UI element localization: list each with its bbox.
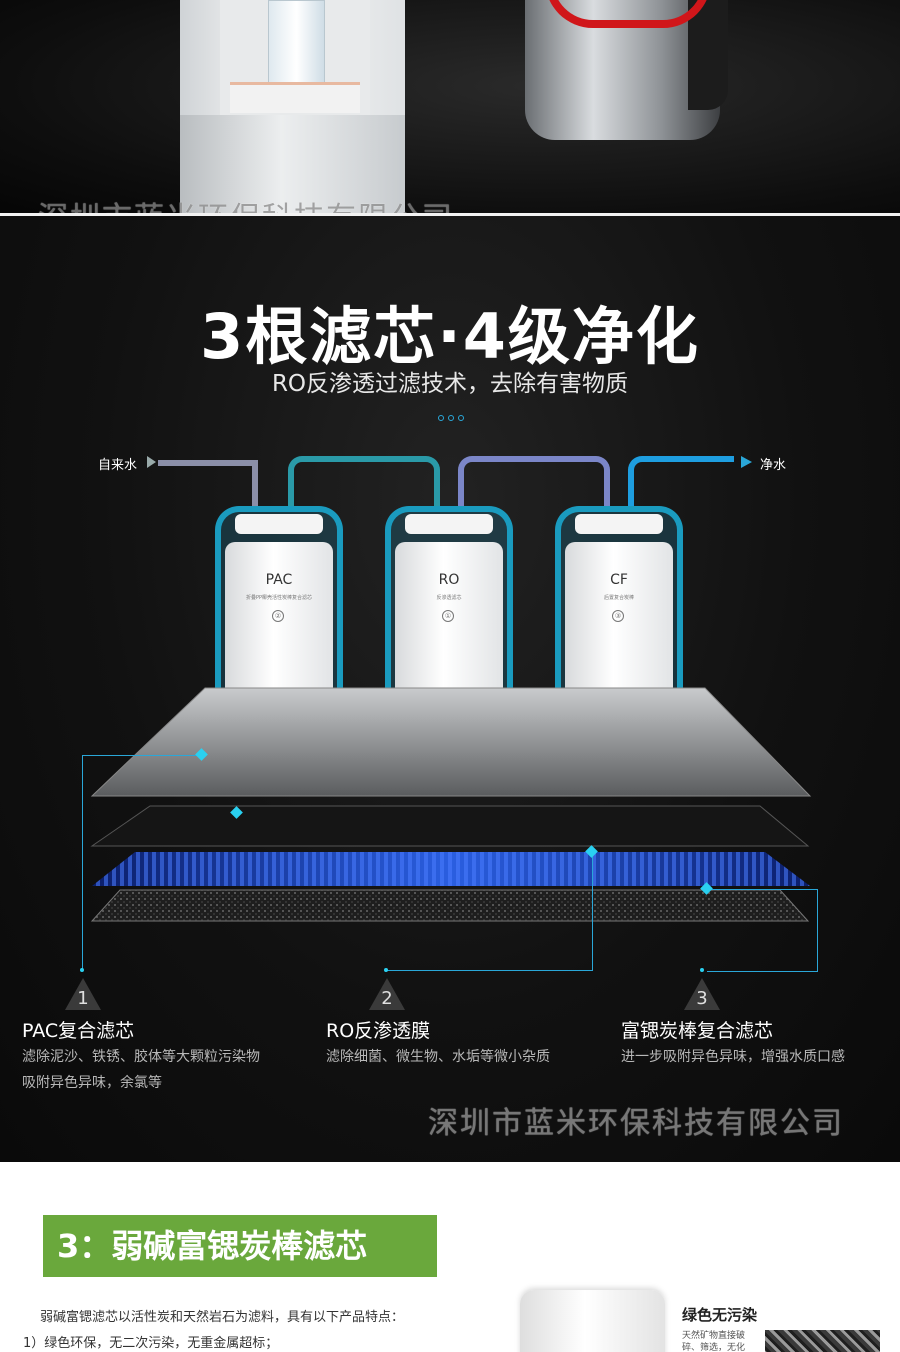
filter-image bbox=[520, 1290, 665, 1352]
rocks-image bbox=[765, 1330, 880, 1352]
filter-desc: 滤除泥沙、铁锈、胶体等大颗粒污染物吸附异色异味，余氯等 bbox=[22, 1049, 260, 1091]
cartridge-pac: PAC 折叠PP椰壳活性炭棒复合滤芯 ② bbox=[215, 506, 343, 692]
filter-name: PAC复合滤芯 bbox=[22, 1020, 135, 1042]
intro-text: 弱碱富锶滤芯以活性炭和天然岩石为滤料，具有以下产品特点： bbox=[40, 1310, 405, 1325]
watermark: 深圳市蓝米环保科技有限公司 bbox=[38, 193, 454, 215]
divider bbox=[0, 213, 900, 216]
section-title: 3根滤芯·4级净化 bbox=[200, 300, 700, 373]
triangle-icon bbox=[65, 978, 101, 1010]
layer-carbon bbox=[90, 805, 810, 847]
triangle-icon bbox=[369, 978, 405, 1010]
connector-2 bbox=[386, 852, 593, 971]
water-purifier-image bbox=[180, 0, 405, 215]
section-heading: 3：弱碱富锶炭棒滤芯 bbox=[43, 1215, 437, 1277]
section-subtitle: RO反渗透过滤技术，去除有害物质 bbox=[271, 371, 629, 397]
filter-name: RO反渗透膜 bbox=[326, 1020, 431, 1042]
filter-number: 2 bbox=[381, 988, 393, 1009]
side-text: 天然矿物直接破碎、筛选，无化 bbox=[682, 1331, 746, 1352]
dot-1 bbox=[80, 968, 84, 972]
layer-strontium bbox=[90, 889, 810, 922]
feature-point: 1）绿色环保，无二次污染，无重金属超标； bbox=[23, 1336, 279, 1351]
strontium-filter-section: 3：弱碱富锶炭棒滤芯 弱碱富锶滤芯以活性炭和天然岩石为滤料，具有以下产品特点： … bbox=[0, 1162, 900, 1352]
cartridge-ro: RO 反渗透滤芯 ① bbox=[385, 506, 513, 692]
filtration-section: 3根滤芯·4级净化 RO反渗透过滤技术，去除有害物质 自来水 净水 PAC 折叠… bbox=[0, 216, 900, 1162]
dot-3 bbox=[700, 968, 704, 972]
triangle-icon bbox=[684, 978, 720, 1010]
decor-dots bbox=[436, 406, 466, 425]
filter-number: 1 bbox=[77, 988, 89, 1009]
connector-1 bbox=[82, 755, 203, 971]
filter-layers-graphic bbox=[90, 687, 812, 922]
watermark: 深圳市蓝米环保科技有限公司 bbox=[428, 1106, 844, 1141]
filter-desc: 进一步吸附异色异味，增强水质口感 bbox=[621, 1049, 845, 1065]
pipe-in bbox=[158, 460, 258, 466]
input-water-label: 自来水 bbox=[98, 458, 138, 473]
filter-name: 富锶炭棒复合滤芯 bbox=[621, 1020, 774, 1042]
cartridge-cf: CF 后置复合炭棒 ③ bbox=[555, 506, 683, 692]
connector-3 bbox=[707, 889, 818, 972]
filter-number: 3 bbox=[696, 988, 708, 1009]
pipe-2-3 bbox=[458, 456, 610, 512]
output-arrow-icon bbox=[741, 456, 752, 468]
pipe-1-2 bbox=[288, 456, 440, 512]
pipe-in-down bbox=[252, 460, 258, 510]
dot-2 bbox=[384, 968, 388, 972]
output-water-label: 净水 bbox=[760, 458, 787, 473]
side-title: 绿色无污染 bbox=[682, 1306, 758, 1324]
filter-desc: 滤除细菌、微生物、水垢等微小杂质 bbox=[326, 1049, 550, 1065]
input-arrow-icon bbox=[147, 456, 156, 468]
product-banner: 深圳市蓝米环保科技有限公司 bbox=[0, 0, 900, 215]
layer-pp-cotton bbox=[90, 687, 812, 797]
pipe-out bbox=[628, 456, 734, 512]
